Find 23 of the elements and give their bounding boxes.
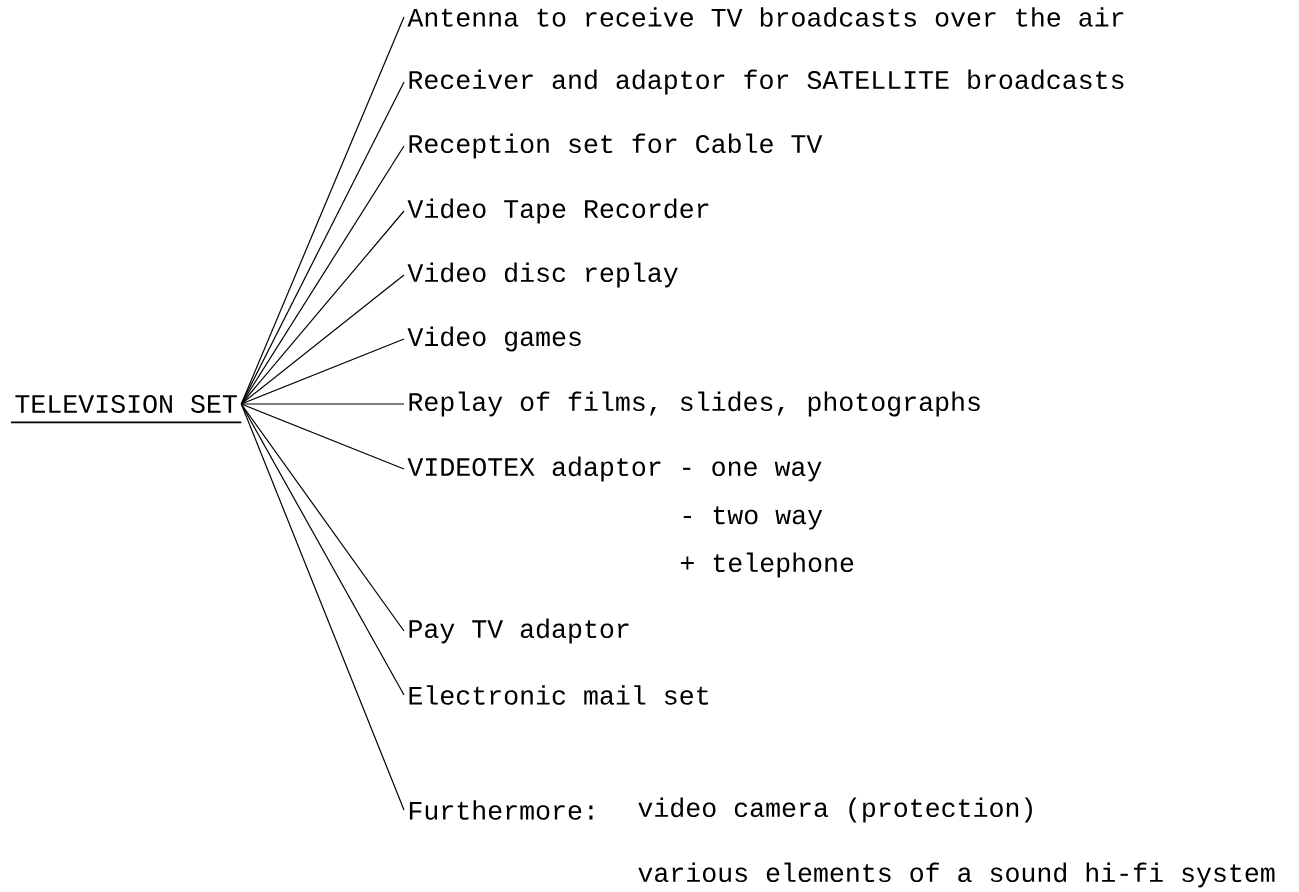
item-text: - two way [683,506,823,530]
item-text: Antenna to receive TV broadcasts over the air [407,7,1124,27]
item-text: Video games [407,326,581,352]
item-text: Video Tape Recorder [407,198,709,224]
item-text: + telephone [680,552,854,578]
connector-line [240,338,405,405]
connector-line [240,274,405,405]
item-text: Pay TV adaptor [409,618,629,644]
item-text: Reception set for Cable TV [409,133,823,159]
connector-line [240,403,405,811]
item-text: various elements of a sound hi-fi system [638,862,1275,888]
item-text: Video disc replay [407,262,678,288]
item-text: VIDEOTEX adaptor - one way [407,456,822,482]
connector-line [240,403,405,405]
item-text: Furthermore: [409,800,593,820]
item-text: Replay of films, slides, photographs [409,391,980,417]
item-text: Electronic mail set [409,685,708,705]
connector-line [240,145,405,405]
item-text: Receiver and adaptor for SATELLITE broadcasts [409,69,1124,95]
connector-line [240,403,405,470]
connector-line [240,403,405,632]
item-text: video camera (protection) [638,797,1032,823]
heading-text: TELEVISION SET [10,395,243,424]
